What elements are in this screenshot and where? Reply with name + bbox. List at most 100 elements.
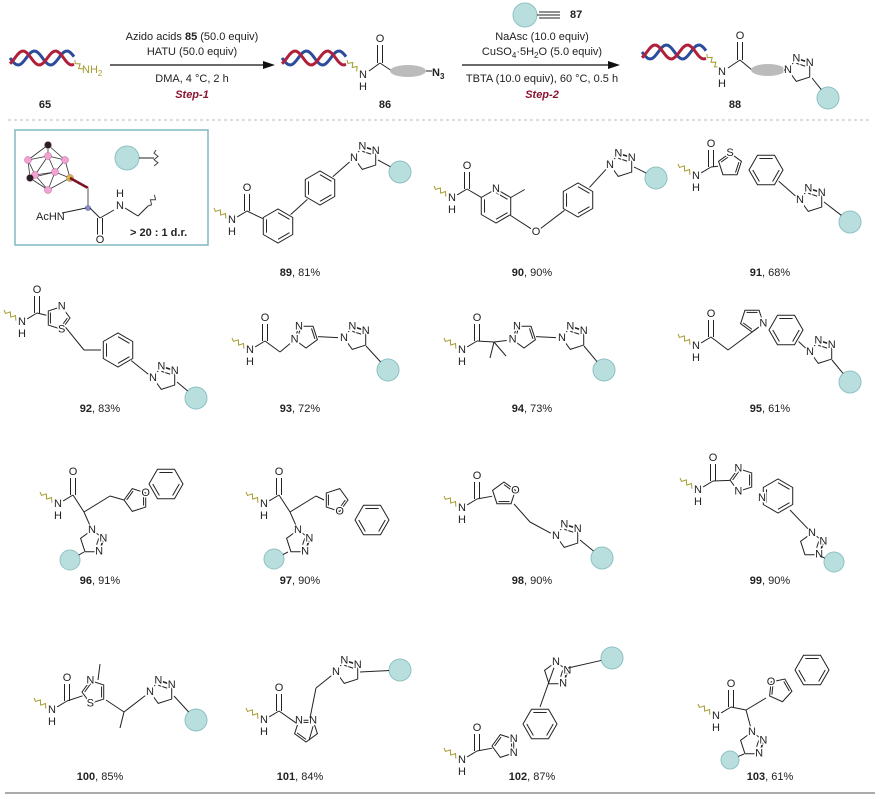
wavy-attachment [346,59,358,72]
double-bond [162,366,174,371]
bond [738,753,745,757]
triazole-n-label: N [552,656,560,668]
variable-group-circle [644,166,668,190]
compound-yield: , 87% [527,771,555,783]
step1-conditions: Azido acids 85 (50.0 equiv) HATU (50.0 e… [126,31,259,101]
triazole-n-label: N [154,675,162,687]
bond [466,188,482,198]
variable-group-circle [592,358,616,382]
double-bond [558,670,564,682]
compound-label-97: 97, 90% [280,575,321,587]
compound-label-100: 100, 85% [77,771,124,783]
aromatic-bond [772,169,780,182]
compound-label-91: 91, 68% [750,267,791,279]
benzene-ring [354,504,390,536]
triazole-n-label: N [614,148,622,160]
step1-line1: Azido acids 85 (50.0 equiv) [126,31,259,43]
aromatic-bond [503,484,514,492]
triazole-n-label: N [806,57,814,69]
triazole-n-label: N [628,152,636,164]
heteroatom-label: S [726,147,733,159]
stereo-bond [69,176,89,190]
triazole-n-label: N [88,524,96,536]
triazole-n-label: N [340,655,348,667]
triazole-ring [787,57,811,83]
variable-group-circle [838,370,862,394]
double-bond [352,330,364,336]
double-bond [797,58,809,63]
carbonyl-o: O [243,182,252,194]
triazole-n-label: N [828,339,836,351]
carbonyl-o: O [727,678,736,690]
compound-label-98: 98, 90% [512,575,553,587]
triazole-ring [353,145,377,171]
bond [137,205,149,217]
bond [36,312,47,316]
triazole-n-label: N [99,532,107,544]
double-bond [344,664,356,670]
double-bond [353,326,365,331]
compound-number: 101 [277,771,295,783]
cage-atom [44,186,52,194]
wavy-attachment [3,309,17,321]
triazole-ring [149,679,173,705]
bond [700,166,712,174]
heteroatom-label: N [291,334,299,346]
amide-h: H [228,226,236,238]
double-bond [362,150,374,156]
bond [78,551,85,556]
aromatic-bond [494,736,502,747]
double-bond [363,146,375,151]
five-membered-ring [491,481,517,505]
compound-yield: , 61% [762,403,790,415]
wavy-attachment [443,747,457,759]
wavy-attachment [443,337,457,349]
compound-yield: , 68% [762,267,790,279]
triazole-n-label: N [552,530,560,542]
triazole-ring [561,325,585,351]
compound-label-103: 103, 61% [747,771,794,783]
sm-amine: NH2 [82,64,103,78]
aromatic-bond [172,483,180,496]
bond [798,341,806,349]
triazole-n-label: N [560,519,568,531]
bridgehead-n: N [758,492,766,504]
double-bond [814,541,820,553]
bond [246,210,263,220]
compound-yield: , 83% [92,403,120,415]
bond [290,199,308,215]
triazole-n-label: N [171,365,179,377]
triazole-n-label: N [146,686,154,698]
bond [123,695,146,713]
bond [278,710,297,724]
triazole-ring [285,529,311,553]
triazole-n-label: N [332,666,340,678]
heteroatom-label: N [510,733,518,745]
amide-h: H [359,81,367,93]
compound-label-99: 99, 90% [750,575,791,587]
variable-group-circle [512,2,538,28]
aromatic-bond [777,502,790,510]
bond [727,59,741,69]
bond [466,340,478,348]
dna-strand-red [280,49,347,67]
carbonyl-o: O [376,33,385,45]
triazole-n-label: N [784,64,792,76]
cage-atom [26,174,34,182]
bond [83,511,91,525]
bond [83,495,111,513]
cage-atom [24,156,32,164]
bond [727,326,759,351]
bond [510,189,525,198]
cage-edge [34,155,49,176]
cage-edge [47,177,71,191]
wavy-attachment [706,53,720,68]
amide-n: N [48,704,56,716]
double-bond [818,344,830,350]
compound-number: 89 [280,267,292,279]
carbonyl-o: O [707,138,716,150]
heteroatom-label: N [295,320,303,332]
aromatic-bond [319,174,332,182]
